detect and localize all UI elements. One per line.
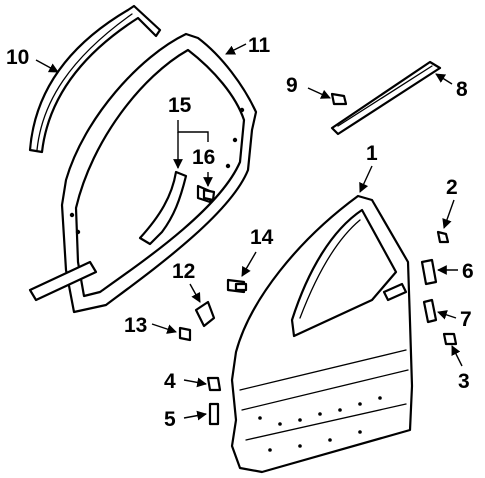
leader-11 <box>225 43 247 55</box>
callout-labels: 10 11 9 8 15 16 1 2 6 7 3 14 12 13 4 5 <box>6 34 474 431</box>
callout-11: 11 <box>248 34 271 57</box>
part-14-bolt <box>226 278 248 294</box>
callout-1: 1 <box>366 142 378 165</box>
leader-14 <box>241 251 257 277</box>
part-4-nut <box>206 376 222 392</box>
part-6-pad <box>420 258 438 286</box>
callout-7: 7 <box>460 308 472 331</box>
leader-8 <box>435 73 453 85</box>
part-12-pad <box>194 300 216 328</box>
callout-12: 12 <box>172 260 195 283</box>
leader-12 <box>189 283 201 303</box>
leader-7 <box>437 310 457 320</box>
leader-1 <box>359 165 373 193</box>
part-5-pad <box>208 402 220 426</box>
part-10-weatherstrip <box>28 4 162 154</box>
leader-lines <box>35 43 463 421</box>
leader-13 <box>151 323 177 334</box>
callout-4: 4 <box>164 370 176 393</box>
part-8-belt-molding <box>330 60 442 136</box>
leader-15-bracket <box>177 120 209 142</box>
part-15-trim <box>138 170 188 246</box>
callout-9: 9 <box>286 74 298 97</box>
part-1-door <box>230 194 414 474</box>
part-16-bolt <box>196 184 216 204</box>
leader-5 <box>183 410 207 421</box>
part-9-clip <box>330 92 348 106</box>
callout-16: 16 <box>192 146 215 169</box>
callout-2: 2 <box>446 176 458 199</box>
callout-10: 10 <box>6 46 29 69</box>
part-3-clip <box>442 332 458 346</box>
callout-5: 5 <box>164 408 176 431</box>
leader-2 <box>442 199 455 229</box>
callout-8: 8 <box>456 78 468 101</box>
callout-13: 13 <box>124 314 147 337</box>
part-13-nut <box>178 326 192 342</box>
callout-15: 15 <box>168 94 192 117</box>
part-7-pad <box>422 298 438 324</box>
part-11-opening-seal <box>28 32 258 314</box>
leader-10 <box>35 59 59 73</box>
callout-6: 6 <box>462 260 474 283</box>
callout-14: 14 <box>250 226 274 249</box>
callout-3: 3 <box>458 370 470 393</box>
leader-4 <box>183 377 207 388</box>
leader-9 <box>307 87 331 99</box>
leader-3 <box>451 345 463 367</box>
part-2-clip <box>436 230 450 244</box>
